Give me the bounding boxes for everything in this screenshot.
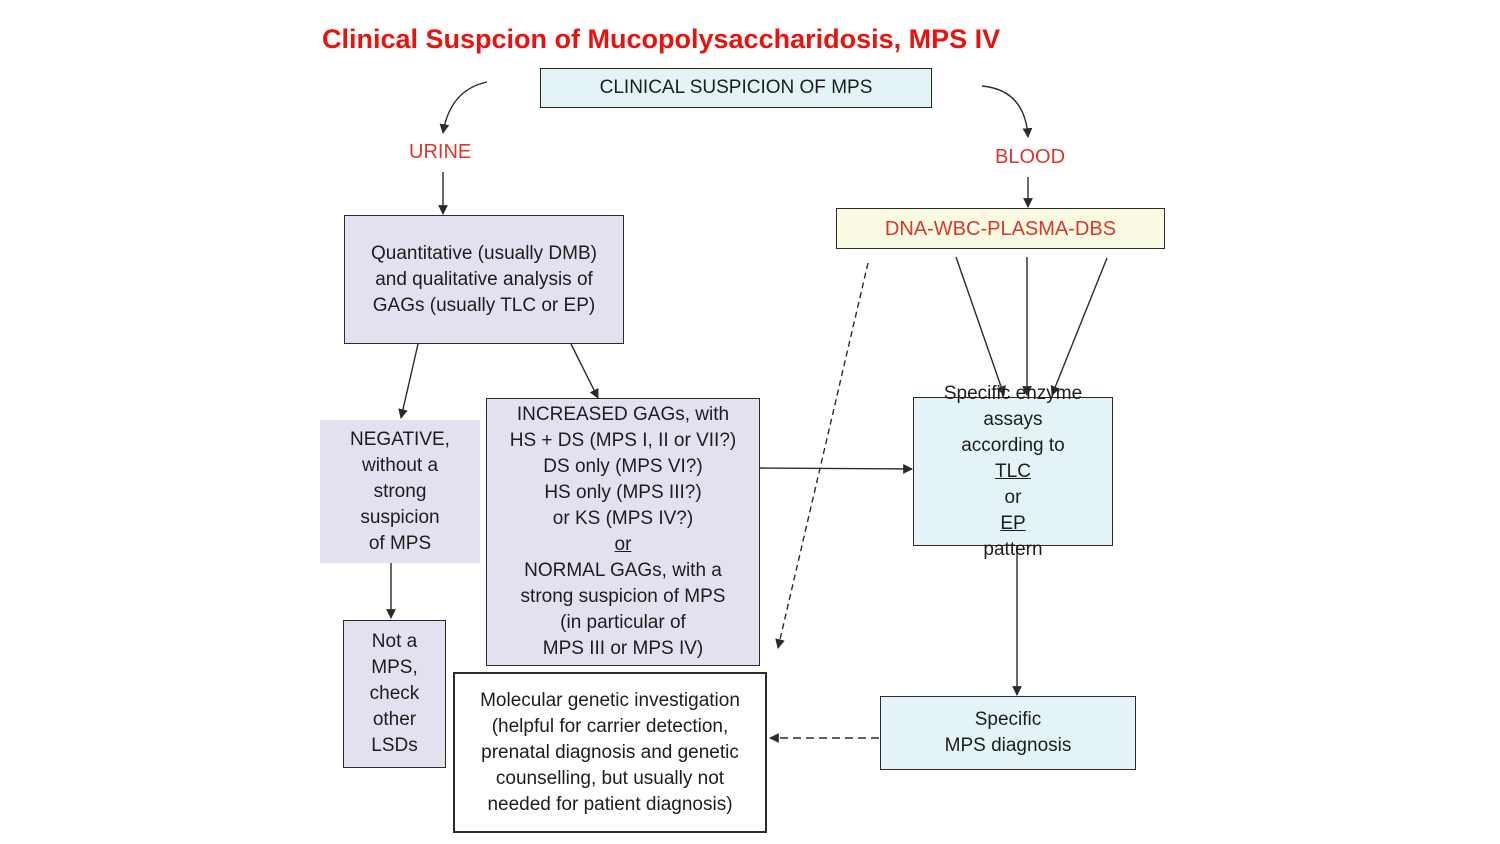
- gag-analysis-line: GAGs (usually TLC or EP): [372, 294, 596, 316]
- negative-box: NEGATIVE, without a strong suspicion of …: [320, 420, 480, 563]
- increased-line: INCREASED GAGs, with: [516, 404, 730, 425]
- negative-line: suspicion: [360, 506, 440, 528]
- not-mps-line: other: [372, 709, 417, 730]
- arrow-start-to-blood: [981, 85, 1033, 138]
- start-box: CLINICAL SUSPICION OF MPS: [540, 68, 932, 108]
- increased-line: DS only (MPS VI?): [543, 456, 703, 477]
- diagnosis-line: Specific: [974, 709, 1042, 730]
- gag-analysis-line: and qualitative analysis of: [375, 268, 593, 290]
- arrow-gag-to-negative: [398, 343, 419, 419]
- normal-line: MPS III or MPS IV): [542, 638, 704, 659]
- arrow-samples-to-molecular-dashed: [775, 262, 869, 649]
- not-mps-line: Not a: [371, 631, 418, 652]
- normal-line: (in particular of: [560, 612, 686, 633]
- negative-line: NEGATIVE,: [350, 428, 450, 450]
- blood-label: BLOOD: [995, 146, 1066, 168]
- diagnosis-box: Specific MPS diagnosis: [880, 696, 1136, 770]
- arrow-samples-to-enzyme-left: [955, 256, 1006, 396]
- blood-samples-box: DNA-WBC-PLASMA-DBS: [836, 208, 1165, 249]
- molecular-line: counselling, but usually not: [495, 767, 725, 789]
- enzyme-line: pattern: [983, 538, 1043, 560]
- enzyme-or-text: or: [999, 486, 1027, 508]
- negative-line: of MPS: [368, 532, 432, 554]
- arrow-start-to-urine: [439, 81, 488, 134]
- negative-line: strong: [373, 480, 427, 502]
- tlc-text: TLC: [995, 460, 1031, 482]
- arrow-gag-to-increased: [570, 343, 599, 399]
- molecular-line: prenatal diagnosis and genetic: [481, 741, 739, 763]
- start-text: CLINICAL SUSPICION OF MPS: [599, 77, 873, 98]
- molecular-line: (helpful for carrier detection,: [491, 715, 729, 737]
- not-mps-line: MPS,: [371, 657, 418, 678]
- enzyme-line: according to: [961, 434, 1065, 456]
- blood-samples-text: DNA-WBC-PLASMA-DBS: [884, 217, 1117, 240]
- enzyme-pattern-line: TLC or EP: [995, 459, 1031, 537]
- normal-line: strong suspicion of MPS: [520, 586, 726, 607]
- increased-line: HS only (MPS III?): [544, 482, 702, 503]
- increased-line: HS + DS (MPS I, II or VII?): [509, 430, 737, 451]
- increased-line: or KS (MPS IV?): [552, 508, 694, 529]
- not-mps-line: check: [369, 683, 420, 704]
- not-mps-box: Not a MPS, check other LSDs: [343, 620, 446, 768]
- normal-line: NORMAL GAGs, with a: [524, 560, 722, 581]
- enzyme-line: Specific enzyme: [943, 382, 1083, 404]
- increased-gags-box: INCREASED GAGs, with HS + DS (MPS I, II …: [486, 398, 760, 666]
- negative-line: without a: [361, 454, 439, 476]
- gag-analysis-box: Quantitative (usually DMB) and qualitati…: [344, 215, 624, 344]
- ep-text: EP: [1000, 512, 1026, 534]
- urine-label: URINE: [409, 141, 472, 163]
- arrow-samples-to-enzyme-right: [1050, 257, 1108, 396]
- molecular-line: needed for patient diagnosis): [487, 793, 733, 815]
- diagnosis-line: MPS diagnosis: [944, 735, 1072, 756]
- molecular-genetic-box: Molecular genetic investigation (helpful…: [453, 672, 767, 833]
- gag-analysis-line: Quantitative (usually DMB): [371, 242, 597, 264]
- arrow-increased-to-enzyme: [759, 464, 913, 474]
- enzyme-line: assays: [983, 408, 1043, 430]
- not-mps-line: LSDs: [371, 735, 418, 756]
- or-separator: or: [614, 534, 632, 555]
- enzyme-assays-box: Specific enzyme assays according to TLC …: [913, 383, 1113, 560]
- molecular-line: Molecular genetic investigation: [480, 689, 740, 711]
- slide-title: Clinical Suspcion of Mucopolysaccharidos…: [322, 24, 1001, 54]
